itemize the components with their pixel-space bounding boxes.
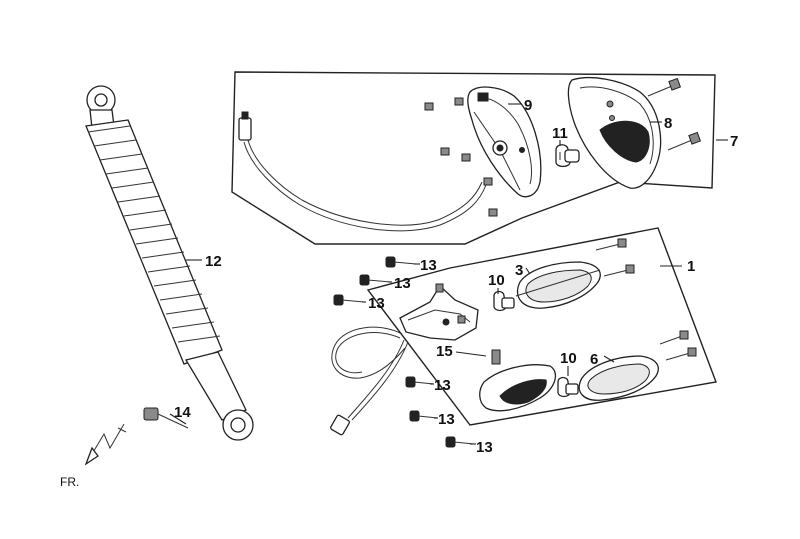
callout-1: 1: [687, 258, 695, 275]
callout-7: 7: [730, 133, 738, 150]
callout-13-b: 13: [394, 275, 411, 292]
wire-connector: [238, 117, 252, 141]
shock-mounting-bolt: [143, 407, 189, 429]
rear-shock-absorber: [85, 85, 254, 441]
callout-12: 12: [205, 253, 222, 270]
rear-turn-signal: [479, 349, 557, 412]
taillight-lens: [567, 77, 662, 189]
callout-13-c: 13: [368, 295, 385, 312]
callout-10-lower: 10: [560, 350, 577, 367]
front-direction-label: FR.: [60, 475, 79, 489]
lens-screws-right: [595, 238, 697, 361]
callout-10-upper: 10: [488, 272, 505, 289]
turn-signal-assembly-frame: [366, 227, 717, 426]
callout-13-e: 13: [438, 411, 455, 428]
taillight-assembly-frame: [231, 71, 716, 245]
callout-13-d: 13: [434, 377, 451, 394]
turn-signal-connector: [330, 414, 350, 436]
turn-signal-wire: [330, 326, 409, 436]
callout-3: 3: [515, 262, 523, 279]
mounting-screws: [333, 256, 475, 448]
turn-signal-lens-lower: [578, 355, 659, 401]
housing-nuts: [424, 97, 498, 217]
turn-signal-bracket: [399, 283, 479, 341]
taillight-wire-harness: [238, 111, 487, 232]
callout-14: 14: [174, 404, 191, 421]
lens-screws: [647, 77, 702, 151]
taillight-housing: [467, 86, 542, 198]
callout-15: 15: [436, 343, 453, 360]
turn-signal-lens-upper: [515, 261, 601, 309]
turn-signal-bulb-upper: [493, 290, 515, 312]
callout-11: 11: [552, 125, 568, 142]
callout-leaders: [169, 103, 728, 445]
turn-signal-bulb-lower: [557, 376, 579, 398]
callout-6: 6: [590, 351, 598, 368]
front-direction-arrow: [84, 423, 127, 466]
shock-spring-coils: [87, 125, 221, 343]
taillight-bulb: [555, 144, 580, 168]
callout-9: 9: [524, 97, 532, 114]
callout-8: 8: [664, 115, 672, 132]
callout-13-f: 13: [476, 439, 493, 456]
callout-13-a: 13: [420, 257, 437, 274]
